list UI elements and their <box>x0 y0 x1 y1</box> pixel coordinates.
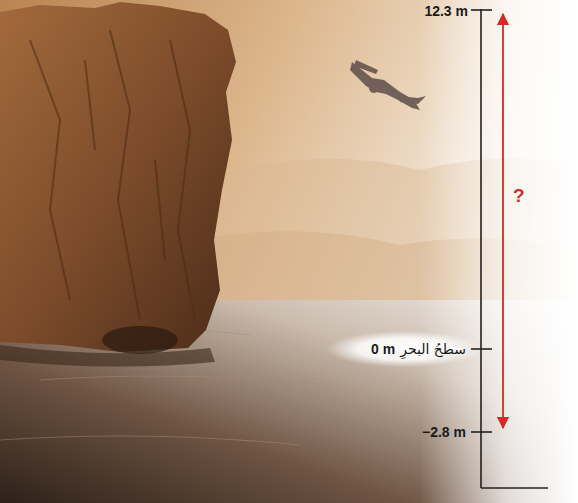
height-label: 12.3 m <box>424 3 468 19</box>
depth-label: −2.8 m <box>422 424 466 440</box>
cliff <box>0 2 236 352</box>
label-glow <box>327 331 483 367</box>
tick-mark <box>471 348 492 350</box>
scale-line <box>480 9 482 488</box>
diver-arm <box>354 60 378 74</box>
tick-mark <box>471 9 492 11</box>
cave-opening <box>102 326 178 354</box>
level-label: 0 m <box>371 341 395 357</box>
diver-leg <box>398 96 426 104</box>
rock-cracks <box>30 30 195 320</box>
tick-mark <box>471 431 492 433</box>
sea-level-label: سطحُ البحرِ <box>400 341 466 357</box>
diver <box>350 60 426 110</box>
unknown-distance: ? <box>513 185 525 207</box>
distance-arrow <box>502 14 504 428</box>
white-fade <box>420 0 578 503</box>
scale-base <box>481 487 548 489</box>
cliff-reflection <box>0 345 215 367</box>
diver-head <box>369 83 379 93</box>
